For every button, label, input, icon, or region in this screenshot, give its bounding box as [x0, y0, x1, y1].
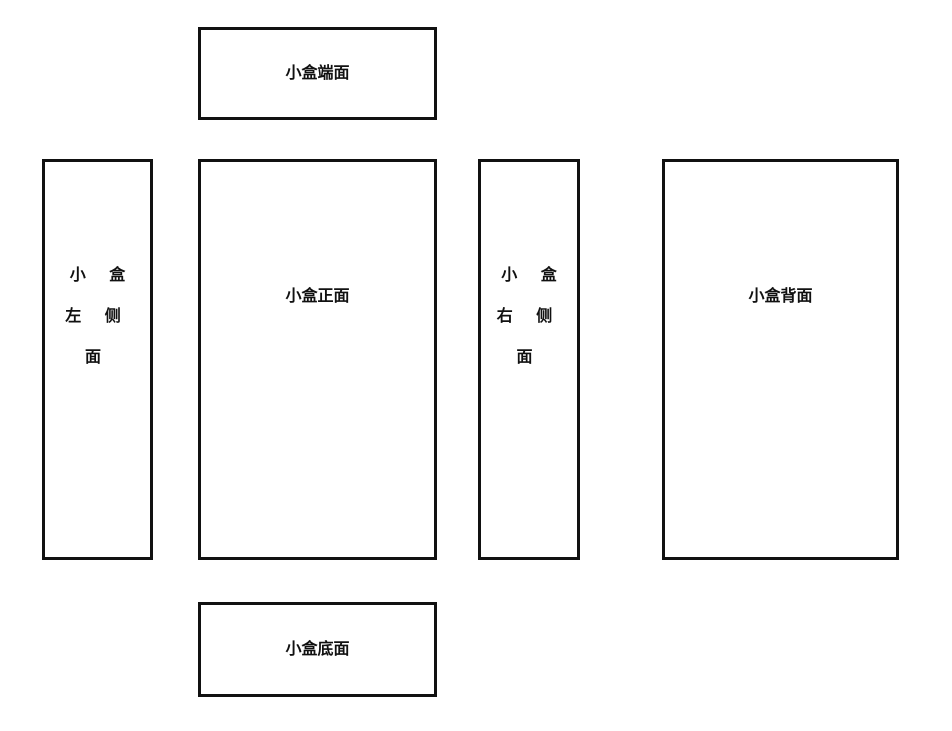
panel-back-face[interactable]: 小盒背面 — [662, 159, 899, 560]
panel-right-side-face[interactable]: 小 盒 右 侧 面 — [478, 159, 580, 560]
panel-left-side-face[interactable]: 小 盒 左 侧 面 — [42, 159, 153, 560]
panel-back-face-label: 小盒背面 — [748, 286, 813, 305]
panel-front-face[interactable]: 小盒正面 — [198, 159, 437, 560]
panel-left-side-face-label: 小 盒 左 侧 面 — [65, 265, 135, 366]
panel-bottom-face[interactable]: 小盒底面 — [198, 602, 437, 697]
panel-top-face-label: 小盒端面 — [285, 63, 350, 83]
panel-bottom-face-label: 小盒底面 — [285, 639, 350, 659]
panel-front-face-label: 小盒正面 — [285, 286, 350, 305]
panel-top-face[interactable]: 小盒端面 — [198, 27, 437, 120]
panel-right-side-face-label: 小 盒 右 侧 面 — [496, 265, 566, 366]
